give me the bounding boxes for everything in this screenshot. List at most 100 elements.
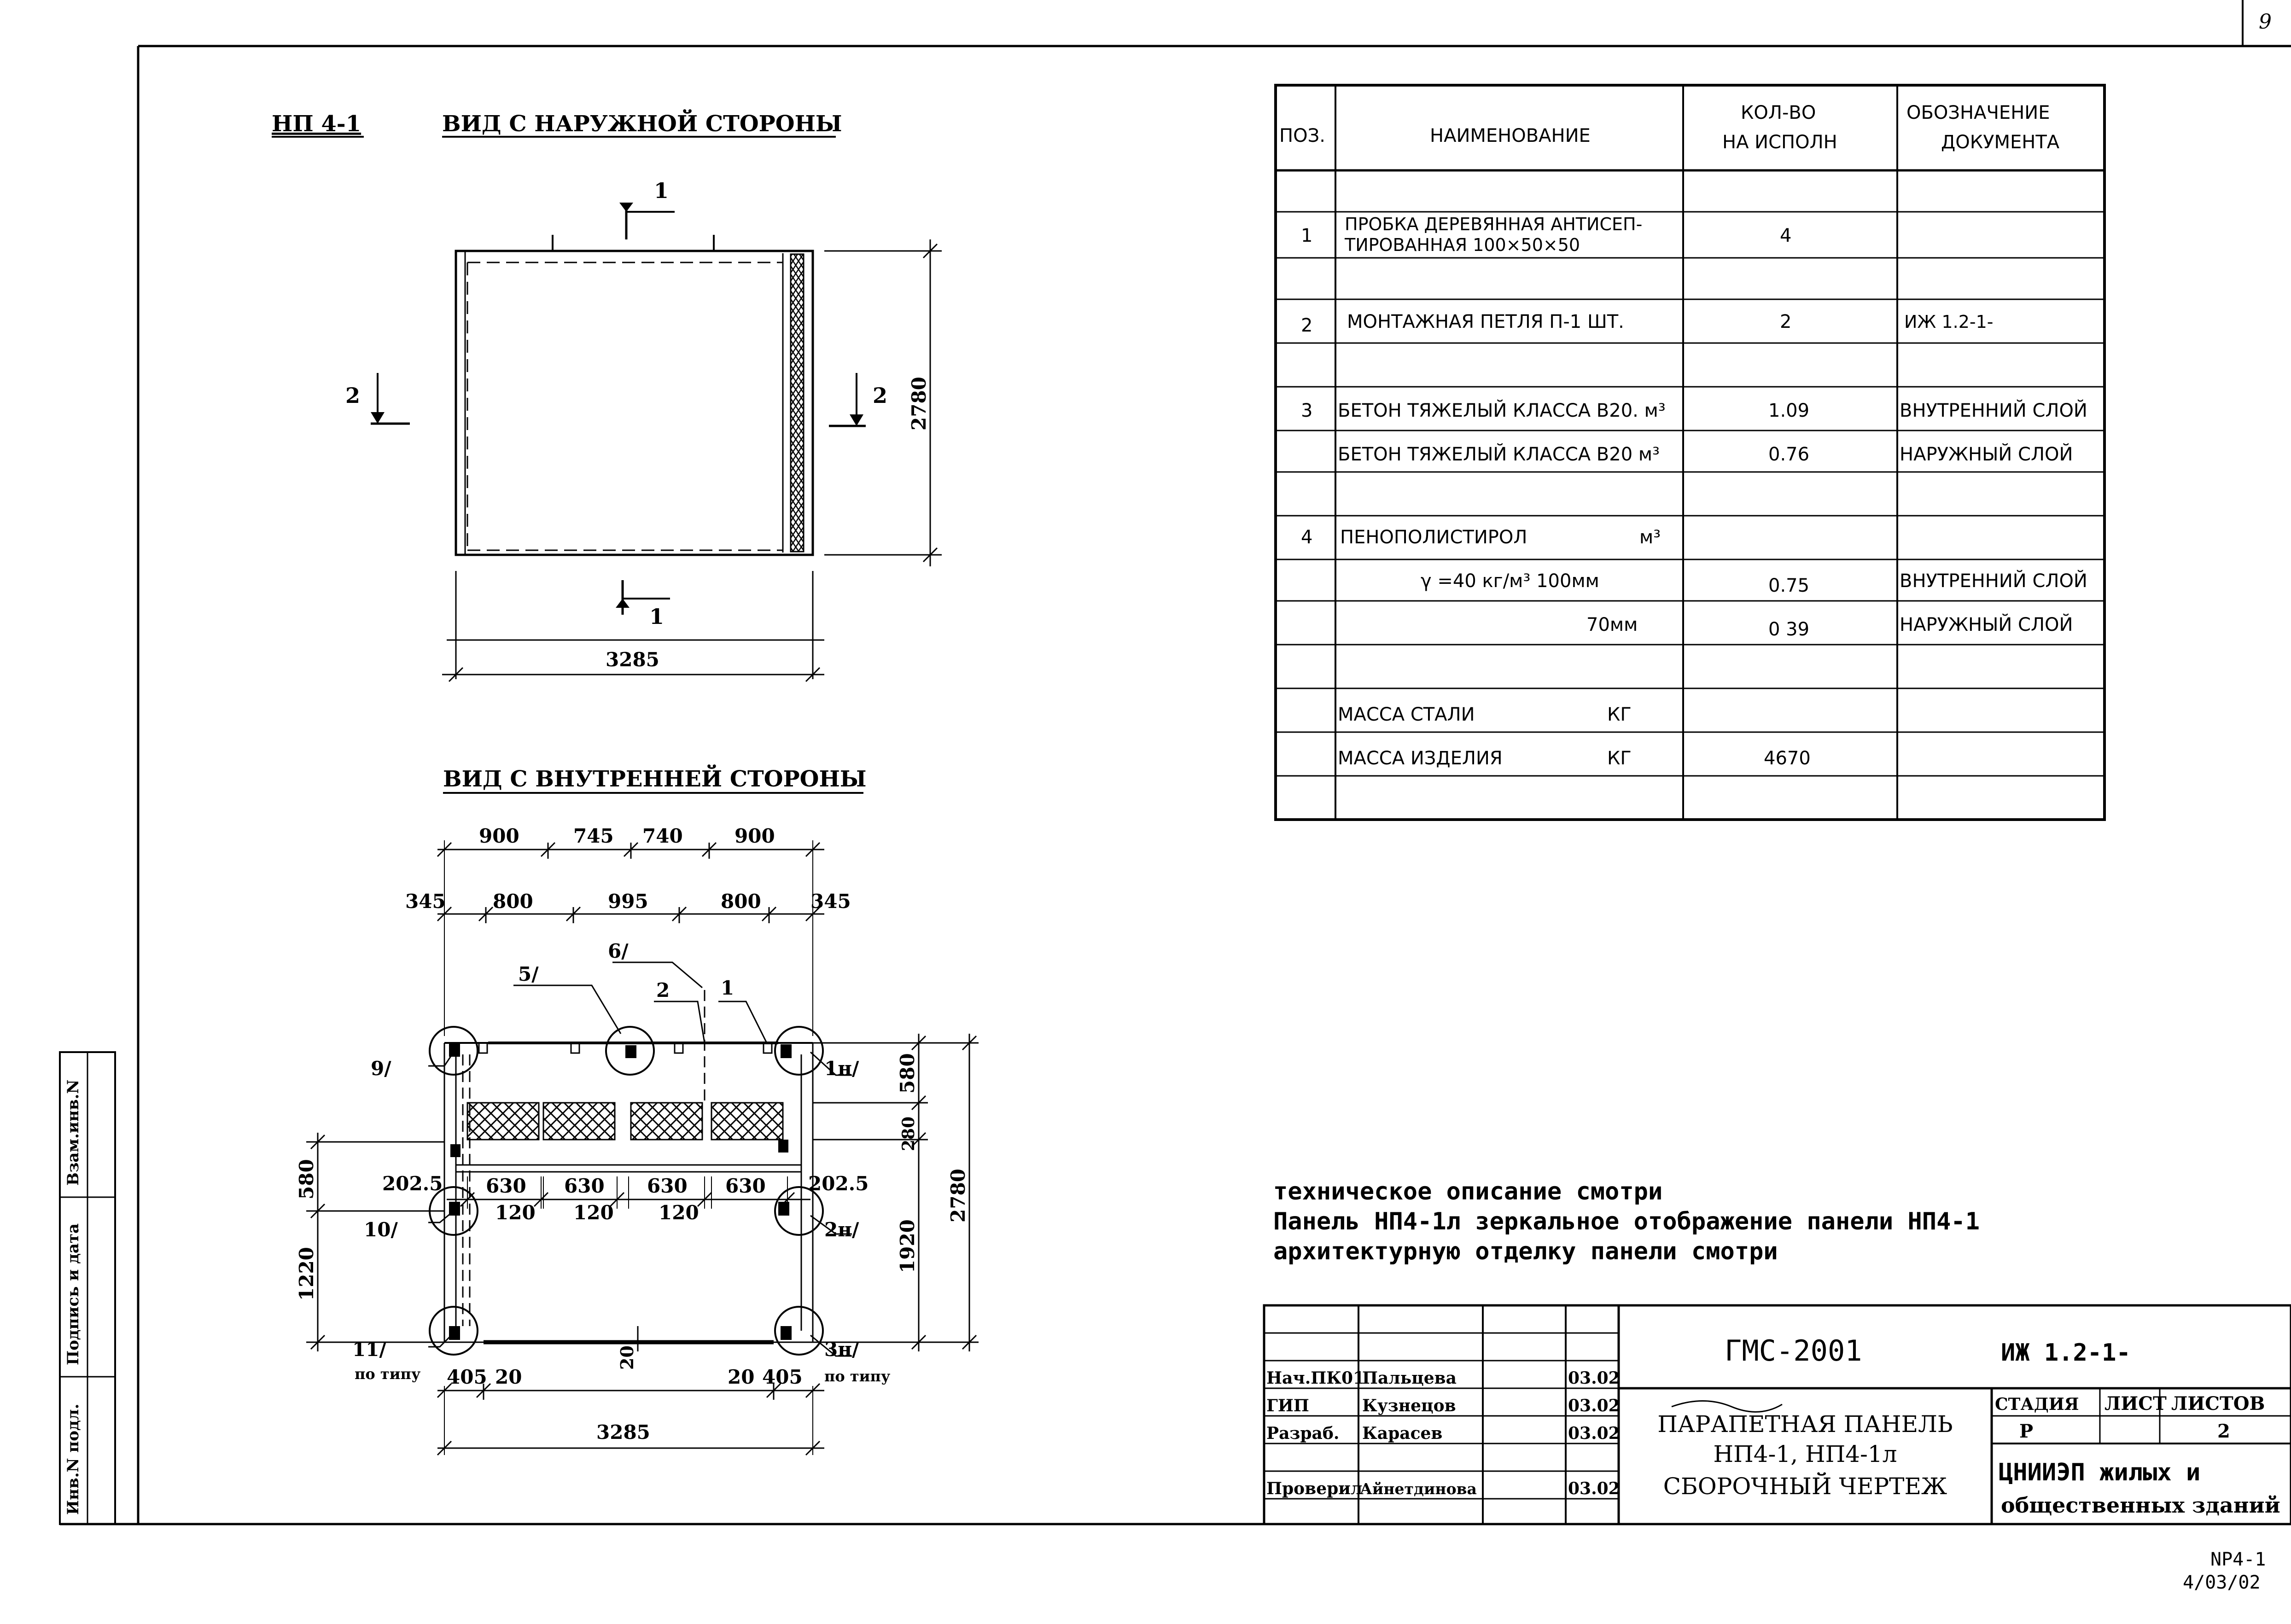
- dim-bottom-0: 405: [447, 1366, 487, 1388]
- row6-name: γ =40 кг/м³ 100мм: [1421, 570, 1599, 592]
- name-2: Карасев: [1362, 1424, 1442, 1443]
- th-pos: ПОЗ.: [1279, 125, 1325, 146]
- leader-5: 5/: [518, 963, 539, 985]
- leader-2n: 2н/: [824, 1218, 859, 1241]
- outer-view: НП 4-1 ВИД С НАРУЖНОЙ СТОРОНЫ: [272, 109, 942, 682]
- role-1: ГИП: [1266, 1396, 1309, 1415]
- row2-pos: 2: [1301, 315, 1312, 336]
- panel-mark: НП 4-1: [272, 111, 361, 137]
- row7-qty: 0 39: [1768, 619, 1809, 640]
- row9-qty: 4670: [1764, 748, 1811, 769]
- dim-total-height: 2780: [947, 1169, 969, 1222]
- po-tipu-left: по типу: [355, 1365, 421, 1383]
- row7-doc: НАРУЖНЫЙ СЛОЙ: [1900, 613, 2073, 635]
- section-1-top: 1: [654, 178, 669, 203]
- role-0: Нач.ПК01: [1266, 1368, 1364, 1388]
- dim-top2-2: 995: [608, 890, 648, 913]
- leader-11: 11/: [352, 1338, 386, 1361]
- dim-bottom-2: 20: [617, 1345, 637, 1370]
- dim-bottom-1: 20: [495, 1366, 522, 1388]
- th-qty-2: НА ИСПОЛН: [1722, 132, 1837, 153]
- org-line-2: общественных зданий: [2001, 1493, 2280, 1518]
- leader-1: 1: [721, 977, 734, 999]
- sheets-value: 2: [2217, 1420, 2230, 1442]
- leader-3n: 3н/: [824, 1338, 859, 1361]
- name-3: Айнетдинова: [1360, 1480, 1477, 1498]
- row4-qty: 0.76: [1768, 444, 1809, 465]
- row1-name: ПРОБКА ДЕРЕВЯННАЯ АНТИСЕП-: [1345, 214, 1642, 234]
- note-2: Панель НП4-1л зеркальное отображение пан…: [1273, 1208, 1980, 1235]
- row2-qty: 2: [1780, 311, 1791, 332]
- th-doc-2: ДОКУМЕНТА: [1941, 132, 2060, 153]
- dim-gap-1: 120: [573, 1201, 614, 1224]
- dim-width-outer: 3285: [606, 648, 659, 671]
- name-0: Пальцева: [1362, 1368, 1457, 1388]
- row4-doc: НАРУЖНЫЙ СЛОЙ: [1900, 443, 2073, 465]
- po-tipu-right: по типу: [824, 1368, 891, 1385]
- dim-top2-3: 800: [721, 890, 761, 913]
- title-line-2: НП4-1, НП4-1л: [1714, 1441, 1897, 1467]
- dim-side-right: 202.5: [808, 1172, 869, 1195]
- stage-label: СТАДИЯ: [1995, 1395, 2079, 1414]
- dim-top2-0: 345: [405, 890, 446, 913]
- dim-top1-3: 900: [735, 825, 775, 847]
- row7-name: 70мм: [1586, 614, 1638, 635]
- page-number: 9: [2259, 10, 2272, 34]
- section-2-left: 2: [345, 383, 360, 408]
- date-3: 03.02: [1568, 1479, 1620, 1498]
- row8-unit: КГ: [1607, 704, 1632, 725]
- dim-gap-0: 120: [495, 1201, 536, 1224]
- row3-doc: ВНУТРЕННИЙ СЛОЙ: [1900, 399, 2087, 421]
- dim-side-left: 202.5: [382, 1172, 443, 1195]
- leader-6: 6/: [608, 940, 629, 962]
- row9-name: МАССА ИЗДЕЛИЯ: [1338, 748, 1503, 769]
- dim-rib-2: 630: [647, 1175, 688, 1197]
- dim-top1-1: 745: [573, 825, 614, 847]
- th-name: НАИМЕНОВАНИЕ: [1430, 125, 1591, 146]
- note-1: техническое описание смотри: [1273, 1178, 1662, 1205]
- stamp-podpis: Подпись и дата: [64, 1223, 82, 1365]
- dim-right-0: 580: [896, 1053, 919, 1094]
- dim-gap-2: 120: [659, 1201, 699, 1224]
- file-id-2: 4/03/02: [2183, 1572, 2261, 1593]
- dim-bottom-4: 405: [762, 1366, 803, 1388]
- dim-rib-0: 630: [486, 1175, 526, 1197]
- dim-right-2: 1920: [896, 1219, 919, 1273]
- title-block: [1263, 1304, 2291, 1525]
- dim-height-outer: 2780: [908, 377, 930, 431]
- date-0: 03.02: [1568, 1368, 1620, 1388]
- row1-pos: 1: [1301, 225, 1312, 246]
- date-1: 03.02: [1568, 1396, 1620, 1415]
- file-id-1: NP4-1: [2210, 1549, 2266, 1570]
- inner-view-title: ВИД С ВНУТРЕННЕЙ СТОРОНЫ: [443, 764, 867, 792]
- dim-right-1: 280: [899, 1117, 918, 1151]
- dim-bottom-3: 20: [728, 1366, 754, 1388]
- th-doc-1: ОБОЗНАЧЕНИЕ: [1906, 102, 2050, 123]
- row6-doc: ВНУТРЕННИЙ СЛОЙ: [1900, 570, 2087, 592]
- doc-code: ГМС-2001: [1725, 1334, 1862, 1368]
- row5-pos: 4: [1301, 527, 1312, 548]
- row3-pos: 3: [1301, 400, 1312, 421]
- org-line-1: ЦНИИЭП жилых и: [1999, 1459, 2200, 1486]
- dim-left-0: 580: [295, 1159, 318, 1199]
- dim-rib-1: 630: [564, 1175, 605, 1197]
- dim-top1-2: 740: [642, 825, 683, 847]
- spec-table-text: ПОЗ. НАИМЕНОВАНИЕ КОЛ-ВО НА ИСПОЛН ОБОЗН…: [1279, 102, 2087, 769]
- stamp-vzam: Взам.инв.N: [64, 1080, 82, 1186]
- title-line-1: ПАРАПЕТНАЯ ПАНЕЛЬ: [1657, 1411, 1953, 1438]
- row2-name: МОНТАЖНАЯ ПЕТЛЯ П-1 ШТ.: [1347, 311, 1624, 332]
- dim-rib-3: 630: [725, 1175, 766, 1197]
- section-2-right: 2: [873, 383, 887, 408]
- stage-value: Р: [2019, 1420, 2033, 1442]
- spec-table: [1274, 84, 2106, 821]
- th-qty-1: КОЛ-ВО: [1741, 102, 1816, 123]
- doc-designation: ИЖ 1.2-1-: [2001, 1339, 2131, 1367]
- sheets-label: ЛИСТОВ: [2171, 1393, 2265, 1414]
- section-1-bottom: 1: [649, 604, 664, 629]
- notes: техническое описание смотри Панель НП4-1…: [1273, 1178, 1980, 1265]
- dim-total-width: 3285: [596, 1421, 650, 1444]
- row5-unit: м³: [1639, 527, 1661, 548]
- row1-qty: 4: [1780, 225, 1791, 246]
- row4-name: БЕТОН ТЯЖЕЛЫЙ КЛАССА В20 м³: [1338, 443, 1660, 465]
